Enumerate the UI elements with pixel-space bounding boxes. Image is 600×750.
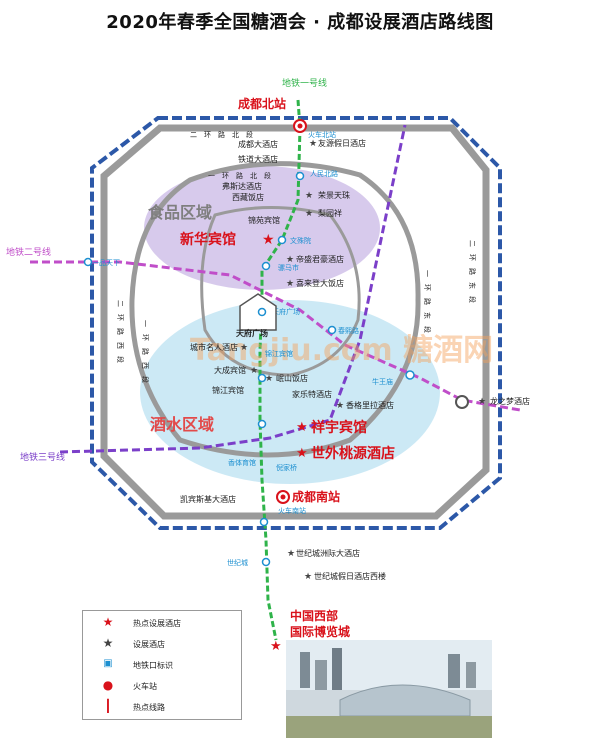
outer-ring-road	[90, 116, 502, 530]
hotel-xilaideng: 喜来登大饭店	[296, 278, 344, 288]
legend: ★ 热点设展酒店 ★ 设展酒店 ▣ 地铁口标识 ● 火车站 ┃ 热点线路	[82, 610, 242, 720]
first-ring-road	[129, 161, 421, 458]
metro-line-3-label: 地铁三号线	[20, 451, 65, 463]
legend-row: ★ 设展酒店	[83, 634, 241, 654]
page-title: 2020年春季全国糖酒会 · 成都设展酒店路线图	[106, 12, 494, 33]
station-chunxilu: 春熙路	[338, 326, 359, 335]
hotel-fusida: 弗斯达酒店	[222, 181, 262, 191]
legend-row: ┃ 热点线路	[83, 697, 241, 717]
star-icon: ★	[286, 255, 294, 265]
star-icon: ★	[240, 343, 248, 353]
red-star-icon: ★	[296, 420, 308, 435]
legend-label: 设展酒店	[133, 640, 165, 649]
hotel-shijichengjiari: 世纪城假日酒店西楼	[314, 571, 386, 581]
hot-hotel-xiangyu: 祥宇宾馆	[311, 419, 367, 436]
hotel-xianggelila: 香格里拉酒店	[346, 400, 394, 410]
station-shijicheng: 世纪城	[227, 558, 248, 567]
star-icon: ★	[304, 572, 312, 582]
station-renminbeilu: 人民北路	[310, 169, 338, 178]
hotel-chengdudajiudian: 成都大酒店	[238, 139, 278, 149]
star-icon: ★	[305, 191, 313, 201]
legend-label: 火车站	[133, 682, 157, 691]
second-ring-gray	[100, 124, 490, 520]
star-icon: ★	[250, 366, 258, 376]
hot-hotel-shiwaitaoyuan: 世外桃源酒店	[311, 445, 395, 462]
legend-label: 热点设展酒店	[133, 619, 181, 628]
hot-hotel-xinhua: 新华宾馆	[180, 231, 236, 248]
legend-row: ● 火车站	[83, 676, 241, 696]
station-luomashi: 骡马市	[278, 263, 299, 272]
metro-line-1-label: 地铁一号线	[282, 77, 327, 89]
ring-label-2north: 二 环 路 北 段	[190, 130, 253, 139]
red-star-icon: ★	[296, 446, 308, 461]
east-station-dot	[455, 395, 469, 409]
hotel-longzhimeng: 龙之梦酒店	[490, 396, 530, 406]
star-icon: ★	[287, 549, 295, 559]
hotel-youyuan: 友源假日酒店	[318, 138, 366, 148]
hotel-shijichengzhoujiji: 世纪城洲际大酒店	[296, 548, 360, 558]
hotel-jiahuate: 家乐特酒店	[292, 389, 332, 399]
star-icon: ★	[265, 374, 273, 384]
ring-label-2east: 二 环 路 东 段	[468, 240, 477, 303]
legend-row: ★ 热点设展酒店	[83, 613, 241, 633]
ring-label-2west: 二 环 路 西 段	[116, 300, 125, 363]
hotel-liyuanxiang: 梨园祥	[318, 208, 342, 218]
expo-line2: 国际博览城	[290, 624, 350, 639]
train-dot-icon: ●	[102, 678, 114, 692]
wine-zone-label: 酒水区域	[150, 415, 214, 434]
hotel-xizang: 西藏饭店	[232, 192, 264, 202]
red-star-icon: ★	[102, 615, 114, 629]
hotel-kaibinsi: 凯宾斯基大酒店	[180, 494, 236, 504]
station-huochebeizhan: 火车北站	[308, 130, 336, 139]
hotel-jinjiang: 锦江宾馆	[212, 385, 244, 395]
star-icon: ★	[336, 401, 344, 411]
station-yipintianxia: 一品天下	[92, 259, 120, 267]
star-icon: ★	[286, 279, 294, 289]
gray-star-icon: ★	[102, 636, 114, 650]
star-icon: ★	[309, 139, 317, 149]
ring-label-1east: 一 环 路 东 段	[423, 270, 432, 333]
expo-line1: 中国西部	[290, 608, 338, 623]
station-tianfuguangchang: 天府广场	[272, 307, 300, 316]
station-niuwangmiao: 牛王庙	[372, 377, 393, 386]
star-icon: ★	[478, 397, 486, 407]
station-huochenanzhan: 火车南站	[278, 506, 306, 515]
station-tiyuchang: 香体育馆	[228, 458, 256, 467]
station-wenshufang: 文殊院	[290, 236, 311, 245]
route-bar-icon: ┃	[104, 699, 112, 713]
inner-ring-road	[200, 206, 361, 377]
hotel-rongjingtianzhu: 荣景天珠	[318, 190, 350, 200]
south-station-label: 成都南站	[292, 489, 340, 504]
hotel-chengshimingren: 城市名人酒店	[190, 342, 238, 352]
station-nixiqiao: 倪家桥	[276, 463, 297, 472]
ring-label-1north: 一 环 路 北 段	[208, 171, 271, 180]
red-star-icon: ★	[262, 232, 275, 248]
metro-line-3	[59, 124, 407, 454]
hotel-jinyuan: 锦苑宾馆	[248, 215, 280, 225]
metro-icon: ▣	[103, 658, 113, 669]
food-zone-label: 食品区域	[147, 203, 212, 222]
hotel-dishengjunhao: 帝盛君豪酒店	[296, 254, 344, 264]
expo-photo	[286, 640, 492, 738]
tianfu-square-label: 天府广场	[236, 328, 268, 338]
station-jinjiangbinguan: 锦江宾馆	[265, 349, 293, 358]
legend-label: 热点线路	[133, 703, 165, 712]
north-station-label: 成都北站	[238, 96, 286, 111]
star-icon: ★	[305, 209, 313, 219]
metro-line-2	[30, 260, 521, 412]
legend-label: 地铁口标识	[133, 661, 173, 670]
watermark: Tangjiu.com 糖酒网	[190, 333, 493, 368]
hotel-emei: 岷山饭店	[276, 373, 308, 383]
metro-line-2-label: 地铁二号线	[6, 246, 51, 258]
hotel-dacheng: 大成宾馆	[214, 365, 246, 375]
legend-row: ▣ 地铁口标识	[83, 655, 241, 675]
red-star-icon: ★	[270, 639, 282, 654]
hotel-tieluodajiudian: 铁道大酒店	[238, 154, 278, 164]
ring-label-1west: 一 环 路 西 段	[141, 320, 150, 383]
